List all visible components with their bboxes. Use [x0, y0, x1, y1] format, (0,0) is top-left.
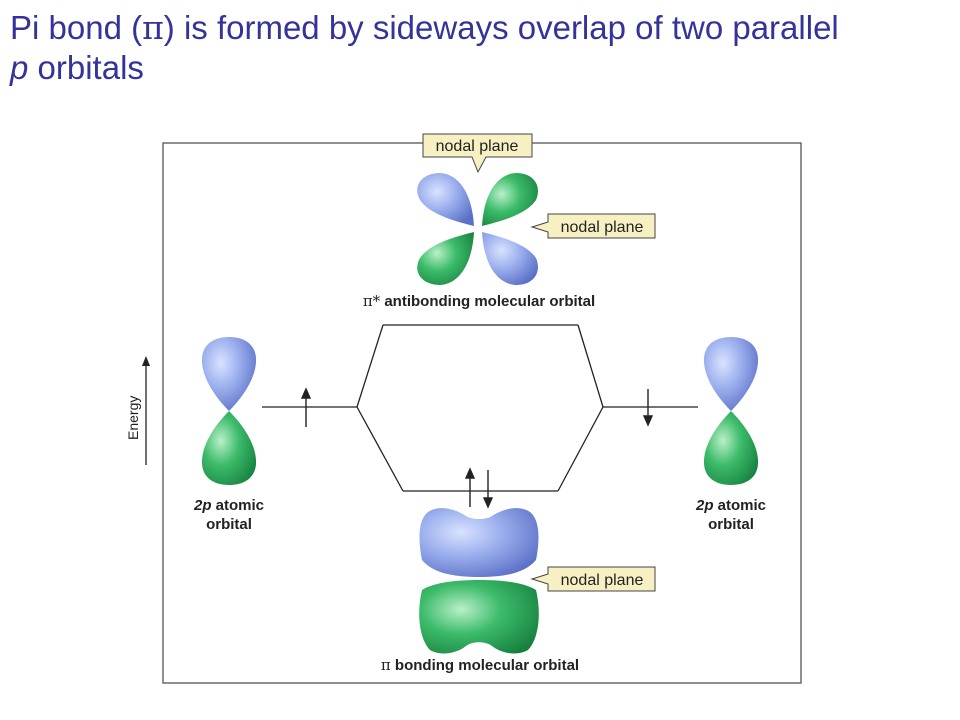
energy-label: Energy [125, 396, 141, 440]
antibonding-lobe-bottom-right [482, 232, 538, 285]
left-atomic-label: 2p atomic [193, 497, 264, 514]
bonding-lobe-green [419, 580, 539, 654]
page-title: Pi bond (π) is formed by sideways overla… [10, 8, 950, 88]
title-pi-symbol: π [142, 8, 164, 47]
energy-arrow-icon [142, 356, 150, 366]
energy-level-lines [262, 324, 698, 492]
bonding-orbital [419, 508, 539, 654]
title-part1: Pi bond ( [10, 9, 143, 46]
nodal-plane-callout-right: nodal plane [530, 213, 656, 239]
up-arrow-icon-left [300, 387, 312, 427]
electron-arrows [300, 387, 654, 509]
down-arrow-icon-bonding [482, 470, 494, 509]
left-2p-orbital [201, 337, 257, 485]
nodal-plane-callout-bottom: nodal plane [530, 566, 656, 592]
nodal-plane-callout-top: nodal plane [422, 133, 533, 174]
bonding-label: π bonding molecular orbital [381, 656, 579, 674]
right-atomic-label-line2: orbital [708, 516, 754, 533]
antibonding-orbital [417, 173, 538, 285]
energy-axis: Energy [125, 356, 150, 465]
right-orbital-green-lobe [703, 411, 759, 485]
bonding-lobe-blue [419, 508, 539, 577]
callout-top-text: nodal plane [436, 138, 519, 155]
title-line2: orbitals [28, 49, 144, 86]
callout-bottom-text: nodal plane [561, 572, 644, 589]
title-part2: ) is formed by sideways overlap of two p… [163, 9, 839, 46]
left-atomic-label-line2: orbital [206, 516, 252, 533]
left-orbital-green-lobe [201, 411, 257, 485]
left-orbital-blue-lobe [201, 337, 257, 411]
antibonding-label: π* antibonding molecular orbital [363, 292, 595, 310]
antibonding-lobe-top-left [417, 173, 474, 226]
right-orbital-blue-lobe [703, 337, 759, 411]
callout-right-text: nodal plane [561, 219, 644, 236]
up-arrow-icon-bonding [464, 467, 476, 507]
right-2p-orbital [703, 337, 759, 485]
right-atomic-label: 2p atomic [695, 497, 766, 514]
antibonding-lobe-top-right [482, 173, 538, 226]
down-arrow-icon-right [642, 389, 654, 427]
antibonding-lobe-bottom-left [417, 232, 474, 285]
title-p: p [10, 49, 29, 86]
